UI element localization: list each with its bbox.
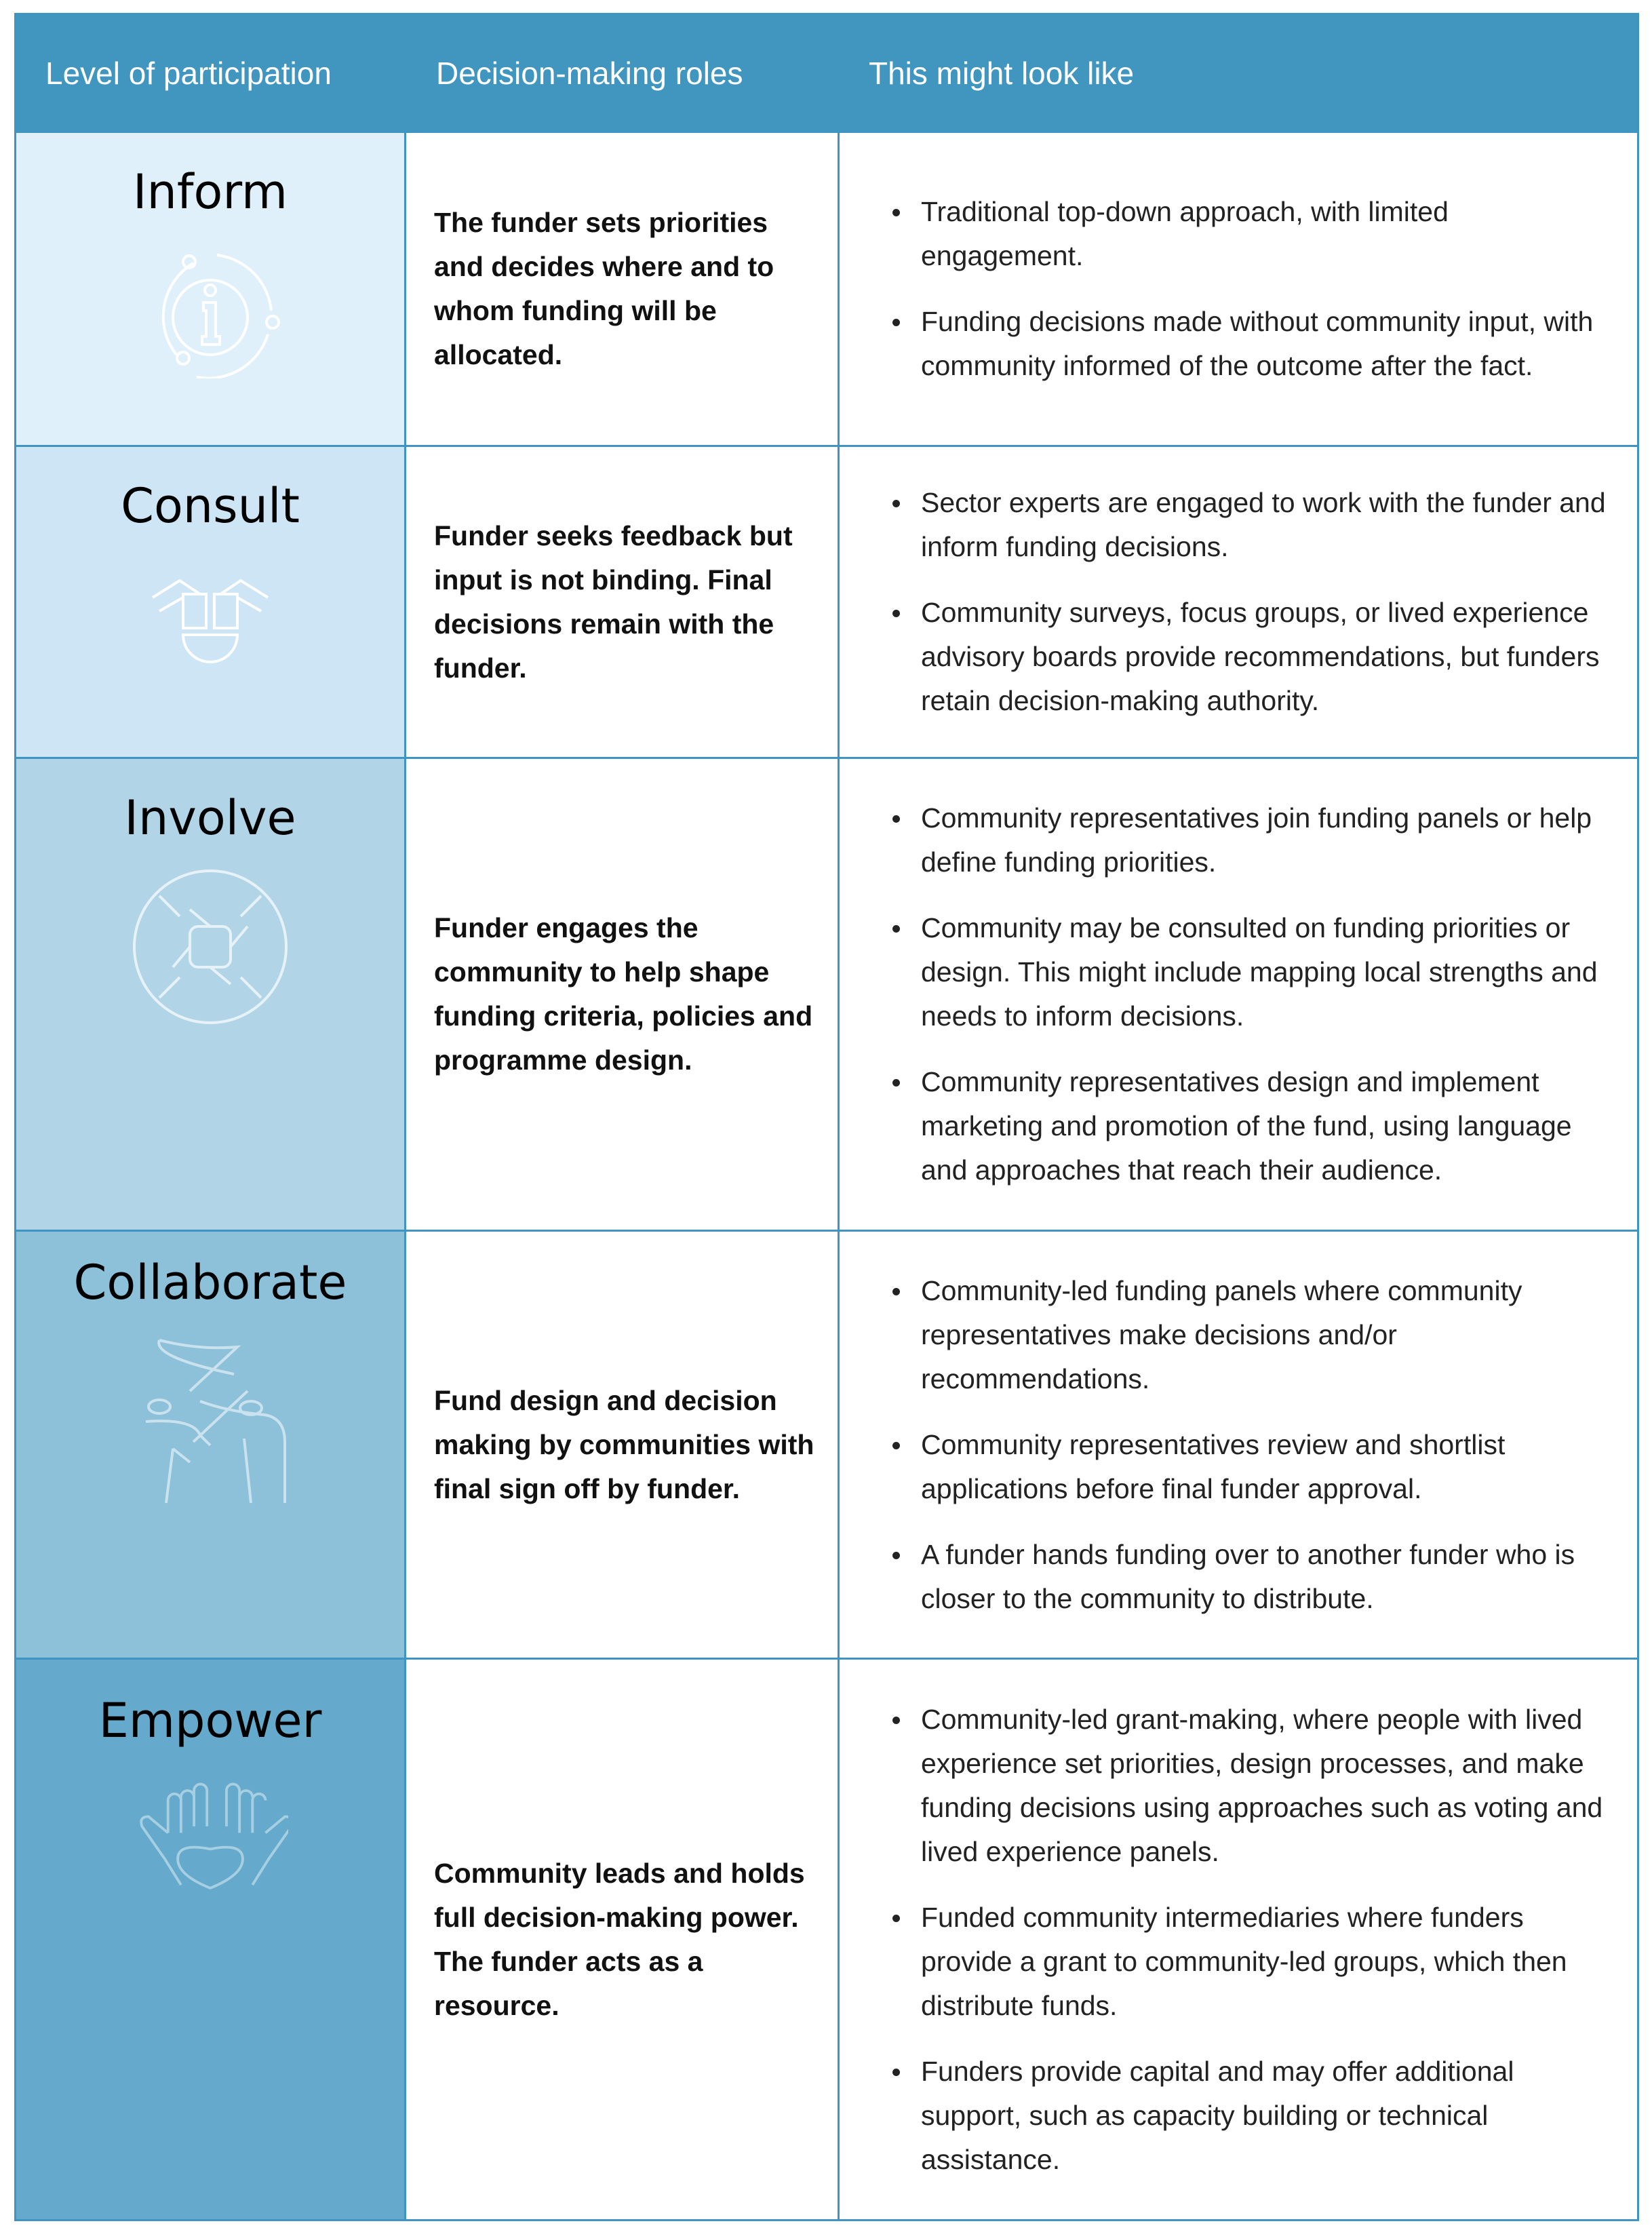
example-item: Community representatives review and sho… — [892, 1423, 1610, 1511]
header-level: Level of participation — [45, 55, 332, 91]
role-cell: Funder seeks feedback but input is not b… — [406, 447, 840, 757]
examples-cell: Sector experts are engaged to work with … — [840, 447, 1637, 757]
table-row-involve: Involve Funder engages the community to … — [16, 757, 1637, 1230]
table-row-inform: Inform The funder sets priorities and de… — [16, 131, 1637, 445]
people-flag-icon — [145, 1339, 286, 1504]
level-title: Involve — [124, 790, 296, 846]
example-item: Community representatives design and imp… — [892, 1060, 1610, 1192]
example-item: Community surveys, focus groups, or live… — [892, 591, 1610, 723]
examples-cell: Traditional top-down approach, with limi… — [840, 133, 1637, 445]
example-item: Funding decisions made without community… — [892, 300, 1610, 388]
hands-heart-icon — [140, 1782, 288, 1890]
example-item: Traditional top-down approach, with limi… — [892, 190, 1610, 278]
table-row-collaborate: Collaborate Fund design and decision mak… — [16, 1230, 1637, 1658]
header-examples: This might look like — [869, 55, 1135, 91]
participation-table: Level of participation Decision-making r… — [14, 13, 1639, 2221]
example-item: Community-led grant-making, where people… — [892, 1698, 1610, 1874]
role-cell: Community leads and holds full decision-… — [406, 1660, 840, 2219]
role-cell: Fund design and decision making by commu… — [406, 1232, 840, 1658]
role-cell: Funder engages the community to help sha… — [406, 759, 840, 1230]
example-item: Funders provide capital and may offer ad… — [892, 2050, 1610, 2182]
table-row-consult: Consult Funder seeks feedback but input … — [16, 445, 1637, 757]
example-item: Sector experts are engaged to work with … — [892, 481, 1610, 569]
level-cell: Consult — [16, 447, 406, 757]
examples-cell: Community-led grant-making, where people… — [840, 1660, 1637, 2219]
table-row-empower: Empower Community leads and holds full d… — [16, 1658, 1637, 2219]
table-header: Level of participation Decision-making r… — [16, 15, 1637, 131]
level-title: Empower — [98, 1693, 322, 1748]
level-title: Consult — [121, 478, 300, 534]
example-item: Community representatives join funding p… — [892, 796, 1610, 884]
level-cell: Inform — [16, 133, 406, 445]
role-cell: The funder sets priorities and decides w… — [406, 133, 840, 445]
examples-cell: Community representatives join funding p… — [840, 759, 1637, 1230]
level-cell: Collaborate — [16, 1232, 406, 1658]
joined-hands-icon — [133, 869, 288, 1024]
level-cell: Empower — [16, 1660, 406, 2219]
level-cell: Involve — [16, 759, 406, 1230]
example-item: Community-led funding panels where commu… — [892, 1269, 1610, 1401]
level-title: Inform — [132, 164, 288, 220]
hands-puzzle-icon — [151, 579, 269, 663]
example-item: Community may be consulted on funding pr… — [892, 906, 1610, 1038]
header-roles: Decision-making roles — [436, 55, 743, 91]
level-title: Collaborate — [73, 1255, 347, 1310]
example-item: A funder hands funding over to another f… — [892, 1533, 1610, 1621]
example-item: Funded community intermediaries where fu… — [892, 1896, 1610, 2028]
info-orbit-icon — [161, 254, 280, 378]
examples-cell: Community-led funding panels where commu… — [840, 1232, 1637, 1658]
